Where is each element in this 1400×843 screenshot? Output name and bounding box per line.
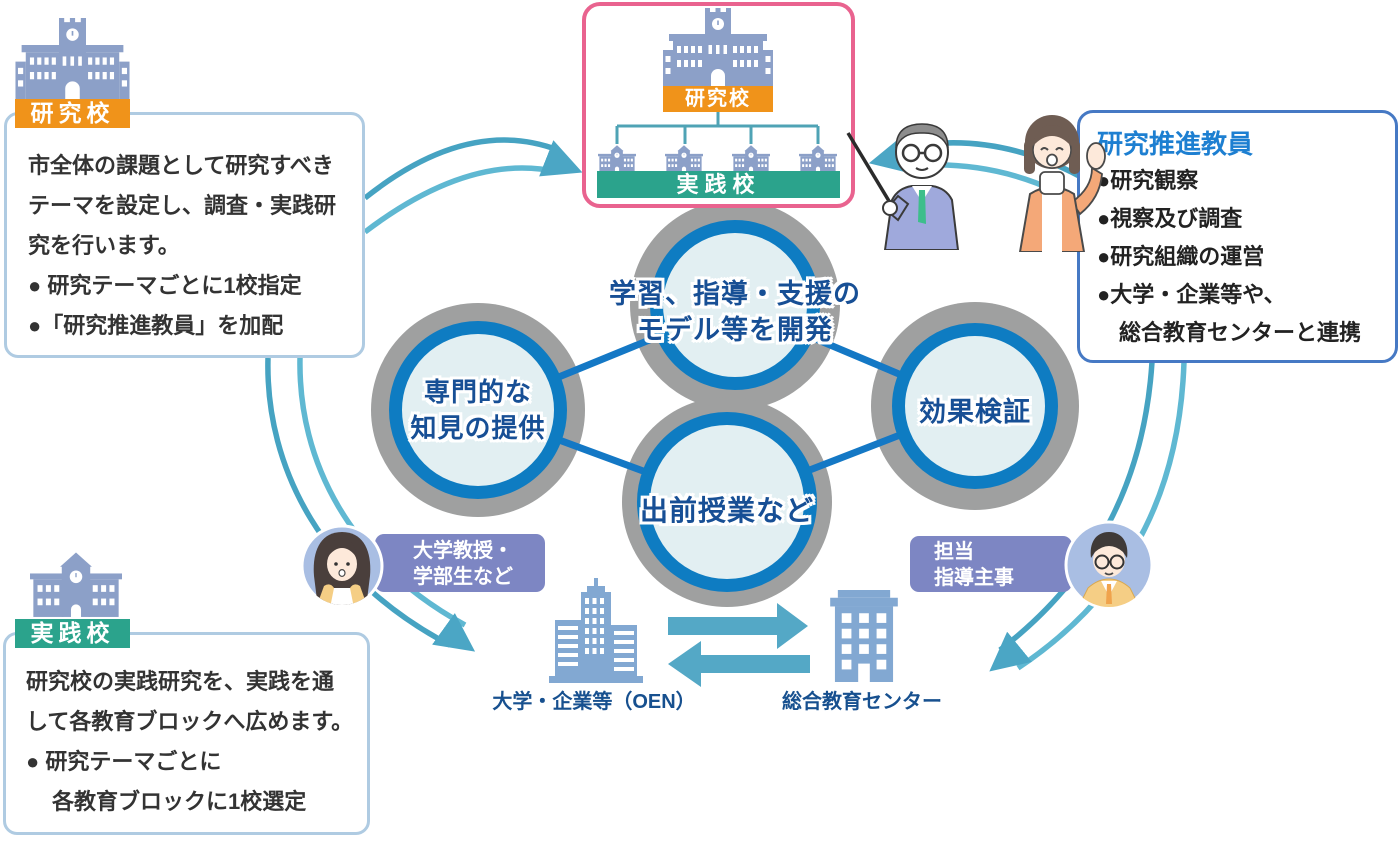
circle-label-verification: 効果検証 [919, 397, 1031, 427]
org-parent-bar: 研究校 [663, 86, 773, 112]
org-children-bar: 実践校 [597, 171, 840, 198]
office-building-icon [830, 590, 898, 682]
school-building-icon [665, 144, 703, 172]
education-center-label: 総合教育センター [782, 691, 942, 713]
school-building-icon [30, 550, 122, 617]
research-school-box [4, 112, 365, 358]
circle-expertise [389, 321, 567, 499]
man-glasses-avatar-icon [1064, 520, 1154, 610]
practice-school-badge: 実践校 [15, 619, 130, 648]
man-with-pointer-illustration [846, 123, 960, 250]
promoter-title: 研究推進教員 [1097, 129, 1254, 159]
practice-school-box [3, 632, 370, 835]
university-company-label: 大学・企業等（OEN） [492, 691, 696, 713]
school-building-icon [598, 144, 636, 172]
org-tree-connector [615, 112, 820, 144]
research-school-badge: 研究校 [15, 99, 130, 128]
school-building-icon [799, 144, 837, 172]
left-arrow-icon [668, 641, 810, 687]
promoter-bullets: ●研究観察 ●視察及び調査 ●研究組織の運営 ●大学・企業等や、 総合教育センタ… [1097, 168, 1362, 345]
circle-label-lessons: 出前授業など [639, 495, 814, 526]
university-building-icon [663, 8, 773, 86]
waving-woman-illustration [1018, 115, 1106, 252]
woman-avatar-icon [300, 524, 384, 608]
research-school-text: 市全体の課題として研究すべき テーマを設定し、調査・実践研 究を行います。 ● … [28, 153, 337, 338]
promoter-box [1077, 110, 1398, 363]
right-arrow-icon [668, 603, 808, 649]
school-building-icon [732, 144, 770, 172]
tower-building-icon [541, 578, 651, 683]
circle-label-develop: 学習、指導・支援の モデル等を開発 [609, 279, 861, 345]
circle-label-expertise: 専門的な 知見の提供 [410, 377, 546, 443]
supervisor-badge: 担当 指導主事 [910, 536, 1072, 592]
professor-badge: 大学教授・ 学部生など [375, 534, 545, 592]
university-building-icon [15, 18, 130, 99]
practice-school-text: 研究校の実践研究を、実践を通 して各教育ブロックへ広めます。 ● 研究テーマごと… [26, 669, 354, 814]
